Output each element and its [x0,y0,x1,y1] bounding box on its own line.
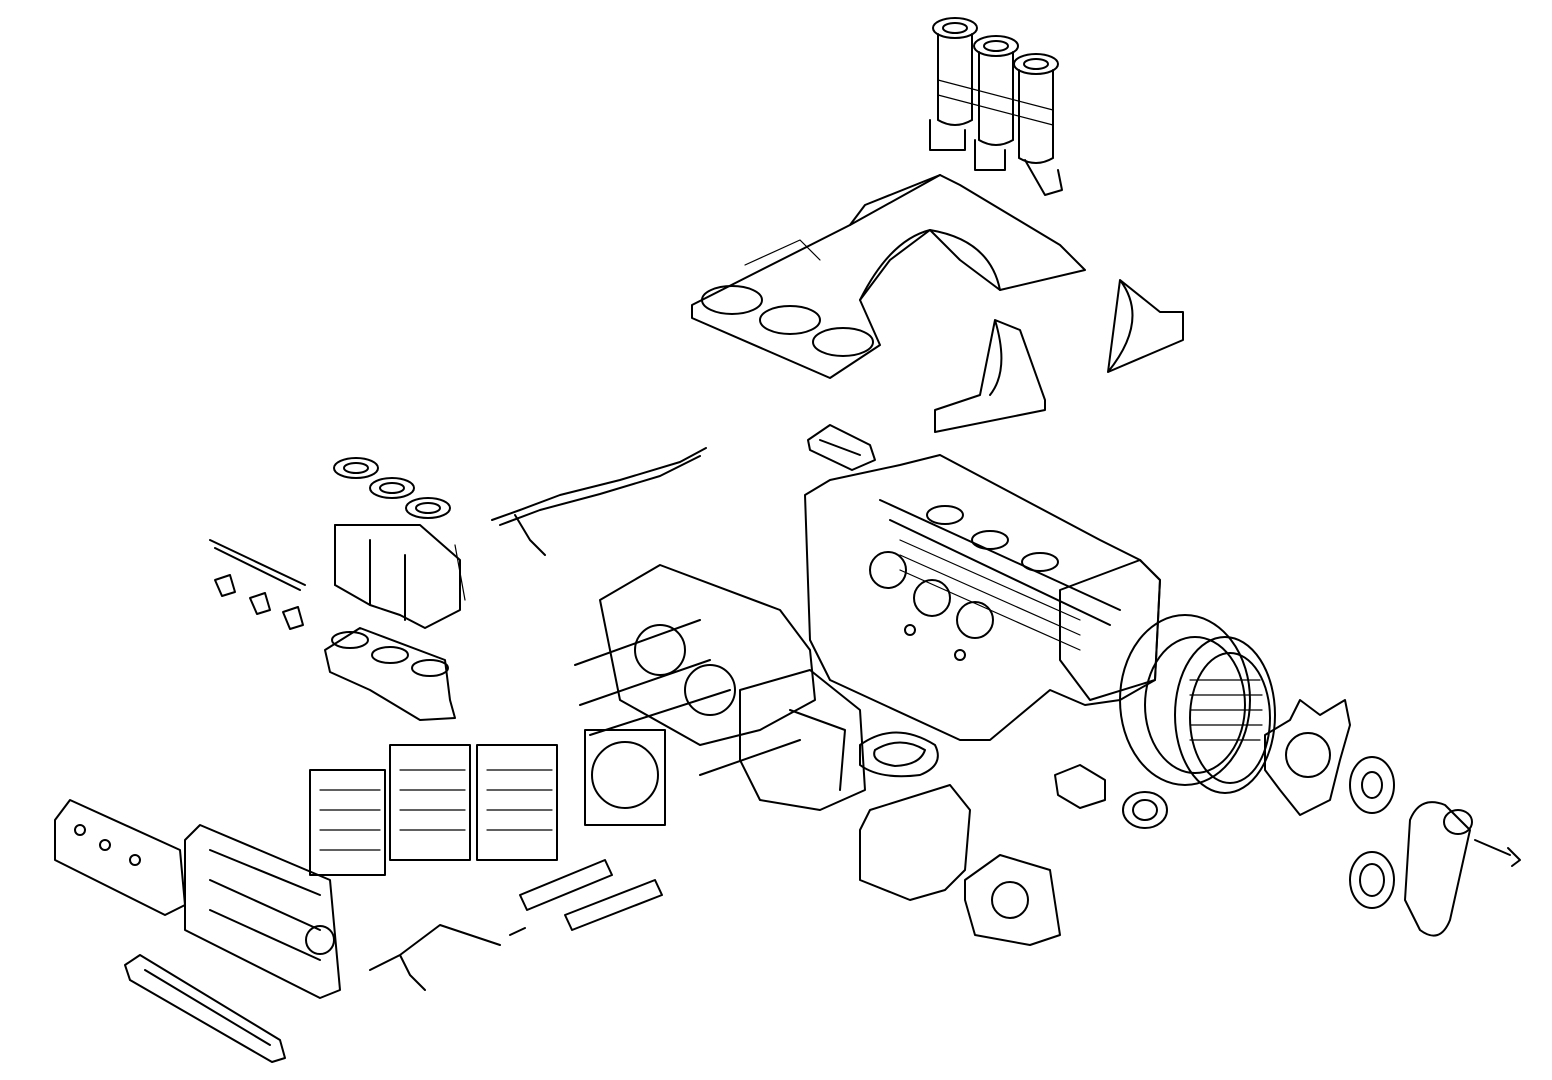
left-air-filters [333,457,451,519]
carburetor-3 [1013,53,1063,196]
pulley-stack [1174,636,1276,794]
oil-pump [1054,764,1106,809]
cylinder-head-casting [184,824,341,999]
left-intake-runners [324,627,456,721]
intake-plenum [691,174,1086,379]
carburetor-2 [973,35,1019,171]
valve-cover-left [124,954,286,1063]
timing-belt [1404,801,1473,937]
crankcase-mid [739,669,866,811]
left-carburetors [334,524,466,629]
fuel-line [491,447,707,556]
crank-pulley [1349,851,1395,909]
wrist-pins [519,859,663,931]
fuel-rail [209,539,306,591]
engine-block [804,454,1161,741]
cooling-fan [1264,699,1351,816]
wiring-harness [369,924,526,991]
sensor-housing [807,424,876,471]
flywheel [1119,614,1251,786]
cylinders-left [309,729,666,876]
seal-ring [1122,791,1168,829]
bolt [1474,839,1521,867]
bracket-left [934,319,1046,433]
cylinder-head-left [54,799,186,916]
gasket [859,731,939,778]
top-carburetors [929,17,1063,196]
injectors [214,574,304,630]
bracket-right [1107,279,1184,373]
small-pulley [1349,756,1395,814]
timing-cover [859,784,1061,946]
carburetor-1 [929,17,978,151]
crankcase-left [574,564,816,776]
